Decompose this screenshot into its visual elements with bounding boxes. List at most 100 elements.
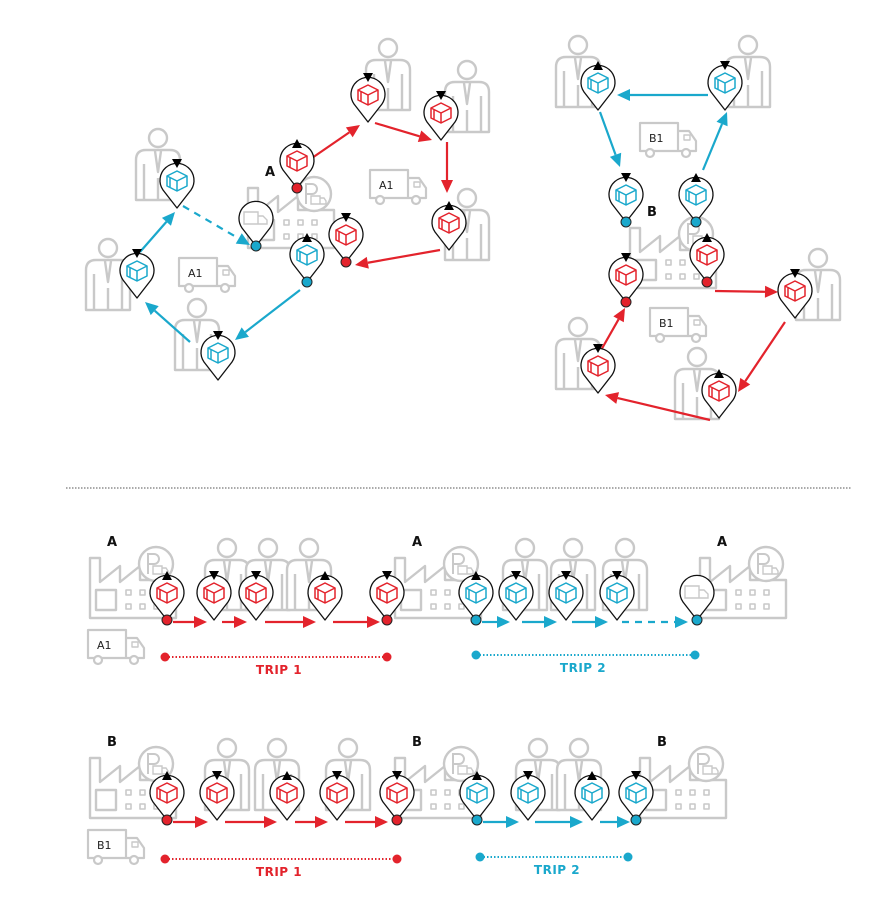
dropoff-triangle-icon [212,771,222,780]
stop-pin [119,249,155,299]
route-arrow [441,142,453,193]
dropoff-triangle-icon [341,213,351,222]
truck-label: A1 [188,267,203,280]
truck: B1 [86,828,146,866]
customers-layer [84,34,842,812]
route-arrow [605,392,711,422]
package-box-icon [714,72,736,94]
package-box-icon [517,782,539,804]
stop-pin [777,269,813,319]
pickup-triangle-icon [691,173,701,182]
package-box-icon [386,782,408,804]
route-arrow [714,285,778,298]
depot-dot [471,814,483,826]
depot-dot [690,216,702,228]
route-arrow [225,816,277,828]
stop-pin [350,73,386,123]
package-box-icon [126,260,148,282]
depot-dot [470,614,482,626]
stop-pin [580,344,616,394]
stop-pin [149,771,185,826]
package-box-icon [555,582,577,604]
package-box-icon [430,102,452,124]
package-box-icon [245,582,267,604]
depot-dot [161,614,173,626]
route-arrow [599,308,625,353]
package-box-icon [156,782,178,804]
depot-factory: A [698,535,788,620]
route-arrow [482,616,510,628]
package-box-icon [466,782,488,804]
parking-icon [442,545,480,583]
empty-truck-icon [243,211,268,225]
route-arrow [345,816,388,828]
package-box-icon [207,342,229,364]
package-box-icon [625,782,647,804]
depot-dot [340,256,352,268]
truck: A1 [86,628,146,666]
pickup-triangle-icon [714,369,724,378]
truck: A1 [368,168,428,206]
depot-dot [691,614,703,626]
package-box-icon [296,244,318,266]
dropoff-triangle-icon [209,571,219,580]
parking-icon [295,175,333,213]
package-box-icon [708,380,730,402]
depot-dot [301,276,313,288]
stop-pin [159,159,195,209]
stop-pin [678,173,714,228]
depot-label: B [412,735,422,750]
route-arrow [483,816,519,828]
return-route-arrow [622,616,688,628]
truck-label: B1 [659,317,674,330]
dropoff-triangle-icon [251,571,261,580]
route-arrow [173,816,208,828]
dropoff-triangle-icon [523,771,533,780]
truck-label: A1 [97,639,112,652]
stop-pin [199,771,235,821]
stop-pin [458,571,494,626]
trip-label: TRIP 2 [560,661,606,675]
pickup-triangle-icon [302,233,312,242]
truck-icon [177,256,237,294]
route-arrow [173,616,207,628]
parking-icon [747,545,785,583]
pickup-triangle-icon [162,771,172,780]
truck: B1 [648,306,708,344]
package-box-icon [615,264,637,286]
trip-label: TRIP 2 [534,863,580,877]
depot-label: B [657,735,667,750]
stop-pin [238,571,274,621]
stop-pin [618,771,654,826]
truck: A1 [177,256,237,294]
return-pin [238,200,274,252]
package-box-icon [166,170,188,192]
package-box-icon [326,782,348,804]
dropoff-triangle-icon [172,159,182,168]
truck-label: B1 [649,132,664,145]
stop-pin [200,331,236,381]
dropoff-triangle-icon [511,571,521,580]
stop-pin [707,61,743,111]
package-box-icon [587,355,609,377]
pickup-triangle-icon [282,771,292,780]
route-arrow [139,212,175,253]
factory-icon [698,556,788,620]
stop-pin [328,213,364,268]
package-box-icon [505,582,527,604]
dropoff-triangle-icon [621,253,631,262]
depot-label: B [647,205,657,220]
dropoff-triangle-icon [612,571,622,580]
stop-pin [269,771,305,821]
dropoff-triangle-icon [621,173,631,182]
package-box-icon [335,224,357,246]
route-arrow [617,89,708,101]
empty-truck-icon [684,585,709,599]
route-arrow [295,816,328,828]
package-box-icon [206,782,228,804]
depot-label: A [412,535,422,550]
depot-dot [630,814,642,826]
dropoff-triangle-icon [382,571,392,580]
